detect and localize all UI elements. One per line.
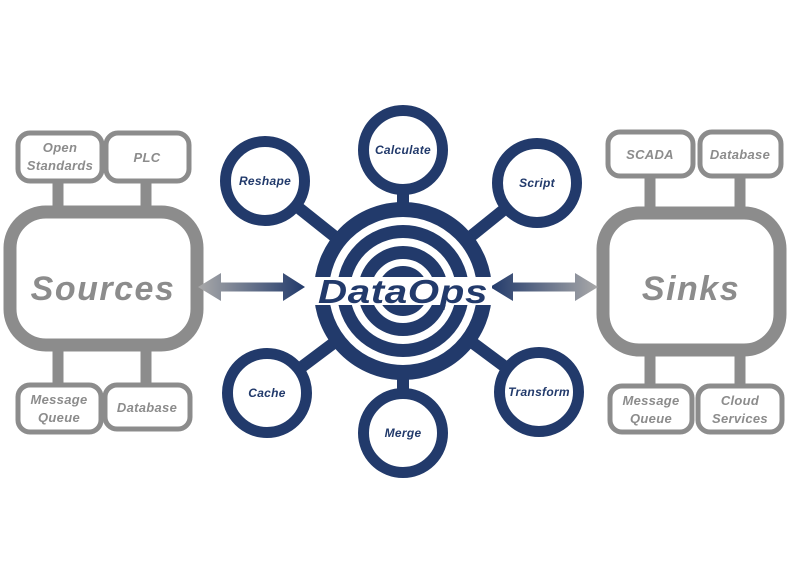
sources-message-queue-label-line1: Message	[30, 392, 87, 407]
hub-logo: DataOps	[314, 202, 492, 380]
plc-box	[103, 130, 192, 184]
open-standards-label-line2: Standards	[27, 158, 93, 173]
plc-label: PLC	[134, 150, 161, 165]
satellite-script-label: Script	[519, 176, 556, 190]
sources-message-queue-label-line2: Queue	[38, 410, 80, 425]
satellite-cache-label: Cache	[248, 386, 286, 400]
satellite-transform-circle	[494, 347, 584, 437]
open-standards-box	[15, 130, 105, 184]
sinks-database-label: Database	[710, 147, 770, 162]
sinks-group: SCADA Database Sinks Message Queue Cloud…	[596, 129, 787, 435]
satellite-transform-label: Transform	[508, 385, 570, 399]
sinks-box	[596, 206, 787, 357]
cloud-services-label-line2: Services	[712, 411, 768, 426]
hub-sinks-arrow	[490, 273, 598, 301]
sinks-message-queue-box	[607, 383, 695, 435]
satellite-calculate-circle	[358, 105, 448, 195]
sources-box	[3, 205, 204, 352]
hub-text-band	[314, 277, 492, 305]
scada-label: SCADA	[626, 147, 674, 162]
sources-hub-arrow	[198, 273, 305, 301]
scada-box	[605, 129, 696, 179]
hub-and-satellites-group: Reshape Calculate Script Cache Merge Tra…	[220, 105, 584, 478]
hub-label: DataOps	[318, 273, 488, 310]
sources-title: Sources	[31, 270, 176, 308]
satellite-reshape-circle	[220, 136, 310, 226]
sinks-message-queue-label-line2: Queue	[630, 411, 672, 426]
open-standards-label-line1: Open	[43, 140, 77, 155]
satellite-cache-circle	[222, 348, 312, 438]
cloud-services-box	[695, 383, 785, 435]
satellite-merge-circle	[358, 388, 448, 478]
sinks-title: Sinks	[642, 270, 740, 308]
satellite-merge-label: Merge	[385, 426, 422, 440]
satellite-script-circle	[492, 138, 582, 228]
satellite-reshape-label: Reshape	[239, 174, 291, 188]
cloud-services-label-line1: Cloud	[721, 393, 760, 408]
sources-message-queue-box	[15, 382, 104, 435]
sources-group: Open Standards PLC Sources Message Queue…	[3, 130, 204, 435]
sources-database-label: Database	[117, 400, 177, 415]
sources-database-box	[102, 382, 193, 432]
sinks-message-queue-label-line1: Message	[622, 393, 679, 408]
sinks-database-box	[697, 129, 784, 179]
satellite-calculate-label: Calculate	[375, 143, 431, 157]
